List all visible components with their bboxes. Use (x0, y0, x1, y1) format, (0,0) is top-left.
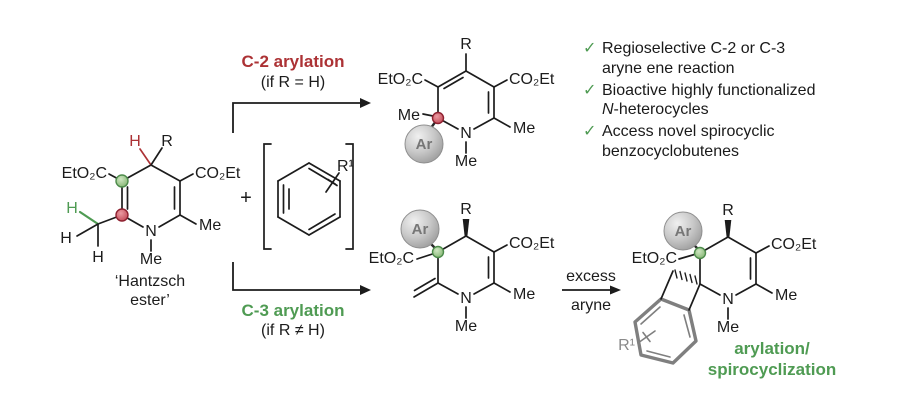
c3-position-dot (693, 246, 707, 260)
ar-sphere-label: Ar (416, 136, 433, 153)
ring-nitrogen-label: N (145, 223, 157, 240)
aryne-label: aryne (571, 297, 611, 314)
c2-product-ring-bonds (437, 70, 495, 130)
c2-arylation-arrow: C-2 arylation (if R = H) (232, 52, 371, 133)
n-methyl-label: Me (455, 153, 477, 170)
c2-product-structure: Ar R EtO₂C CO₂Et Me Me N Me (378, 36, 555, 170)
r-substituent-label: R (161, 133, 173, 150)
spiro-caption-line2: spirocyclization (708, 360, 836, 379)
ester-left-label: EtO₂C (369, 250, 414, 267)
checklist-item-2-line2-rest: -heterocycles (614, 101, 709, 118)
spiro-ring-bonds (699, 236, 757, 296)
ester-left-label: EtO₂C (378, 71, 423, 88)
ester-right-label: CO₂Et (195, 165, 241, 182)
hantzsch-substituent-bonds (76, 147, 197, 252)
r-substituent-label: R (722, 202, 734, 219)
r1-label: R¹ (618, 337, 635, 354)
c6-methyl-label: Me (199, 217, 221, 234)
spiro-substituent-bonds (678, 220, 773, 320)
benzocyclobutene-ring (633, 269, 701, 365)
c6-methyl-label: Me (775, 287, 797, 304)
hantzsch-caption-line2: ester’ (130, 292, 170, 309)
plus-sign: + (240, 187, 252, 209)
ar-sphere-label: Ar (412, 221, 429, 238)
aryne-r1-variable-bond (325, 172, 340, 193)
c2-arylation-label: C-2 arylation (242, 52, 345, 71)
ar-sphere (400, 209, 440, 249)
ring-nitrogen-label: N (722, 291, 734, 308)
ester-right-label: CO₂Et (771, 236, 817, 253)
c3-position-dot (115, 174, 129, 188)
bracket-right (345, 143, 354, 250)
checklist-item-3-line1: Access novel spirocyclic (602, 123, 775, 140)
c2-methyl-label: Me (398, 107, 420, 124)
spiro-caption-line1: arylation/ (734, 339, 810, 358)
hantzsch-caption-line1: ‘Hantzsch (115, 273, 185, 290)
allylic-h-label: H (129, 133, 141, 150)
hashed-wedge-bond (674, 269, 698, 285)
c6-methyl-label: Me (513, 286, 535, 303)
ar-sphere (404, 124, 444, 164)
excess-aryne-arrow: excess aryne (562, 268, 621, 314)
aryne-structure: R¹ (263, 143, 354, 250)
checklist-item-3-line2: benzocyclobutenes (602, 143, 739, 160)
n-methyl-label: Me (455, 318, 477, 335)
c3-position-dot (431, 245, 445, 259)
r-substituent-label: R (460, 36, 472, 53)
r1-variable-bond (637, 330, 656, 344)
spiro-product-structure: Ar R EtO₂C CO₂Et Me N Me R¹ arylation/ s… (618, 202, 836, 379)
ester-left-label: EtO₂C (632, 250, 677, 267)
c2-position-dot (431, 111, 445, 125)
aryne-ring-bonds (277, 162, 341, 236)
c2-position-dot (115, 208, 129, 222)
c6-methyl-label: Me (513, 120, 535, 137)
ring-nitrogen-label: N (460, 125, 472, 142)
c3-product-structure: Ar R EtO₂C CO₂Et Me N Me (369, 201, 555, 335)
c3-arylation-label: C-3 arylation (242, 301, 345, 320)
checklist-item-1-line2: aryne ene reaction (602, 60, 735, 77)
c3-product-substituent-bonds (413, 219, 511, 319)
bracket-left (263, 143, 272, 250)
ester-left-label: EtO₂C (62, 165, 107, 182)
n-methyl-label: Me (717, 319, 739, 336)
c3-condition-label: (if R ≠ H) (261, 322, 325, 339)
r-substituent-label: R (460, 201, 472, 218)
checklist-item-2-line1: Bioactive highly functionalized (602, 82, 815, 99)
checkmark-icon: ✓ (583, 123, 596, 140)
checklist-item-1-line1: Regioselective C-2 or C-3 (602, 40, 785, 57)
ester-right-label: CO₂Et (509, 235, 555, 252)
c3-product-ring-bonds (437, 235, 495, 295)
ester-right-label: CO₂Et (509, 71, 555, 88)
hantzsch-ester-structure: H R EtO₂C CO₂Et Me N Me H H H ‘Hantzsch … (60, 133, 241, 309)
green-h-label: H (66, 200, 78, 217)
h-label: H (60, 230, 72, 247)
n-methyl-label: Me (140, 251, 162, 268)
ring-nitrogen-label: N (460, 290, 472, 307)
checkmark-icon: ✓ (583, 40, 596, 57)
checklist-item-2-line2-italic: N (602, 101, 614, 118)
ar-sphere (663, 211, 703, 251)
ar-sphere-label: Ar (675, 223, 692, 240)
checklist: ✓ Regioselective C-2 or C-3 aryne ene re… (583, 40, 815, 160)
aryne-r1-label: R¹ (337, 158, 354, 175)
excess-label: excess (566, 268, 616, 285)
checkmark-icon: ✓ (583, 82, 596, 99)
c2-product-substituent-bonds (422, 53, 511, 154)
c3-arylation-arrow: C-3 arylation (if R ≠ H) (232, 262, 371, 339)
c2-condition-label: (if R = H) (261, 74, 325, 91)
h-label: H (92, 249, 104, 266)
hantzsch-ring-bonds (121, 164, 181, 228)
